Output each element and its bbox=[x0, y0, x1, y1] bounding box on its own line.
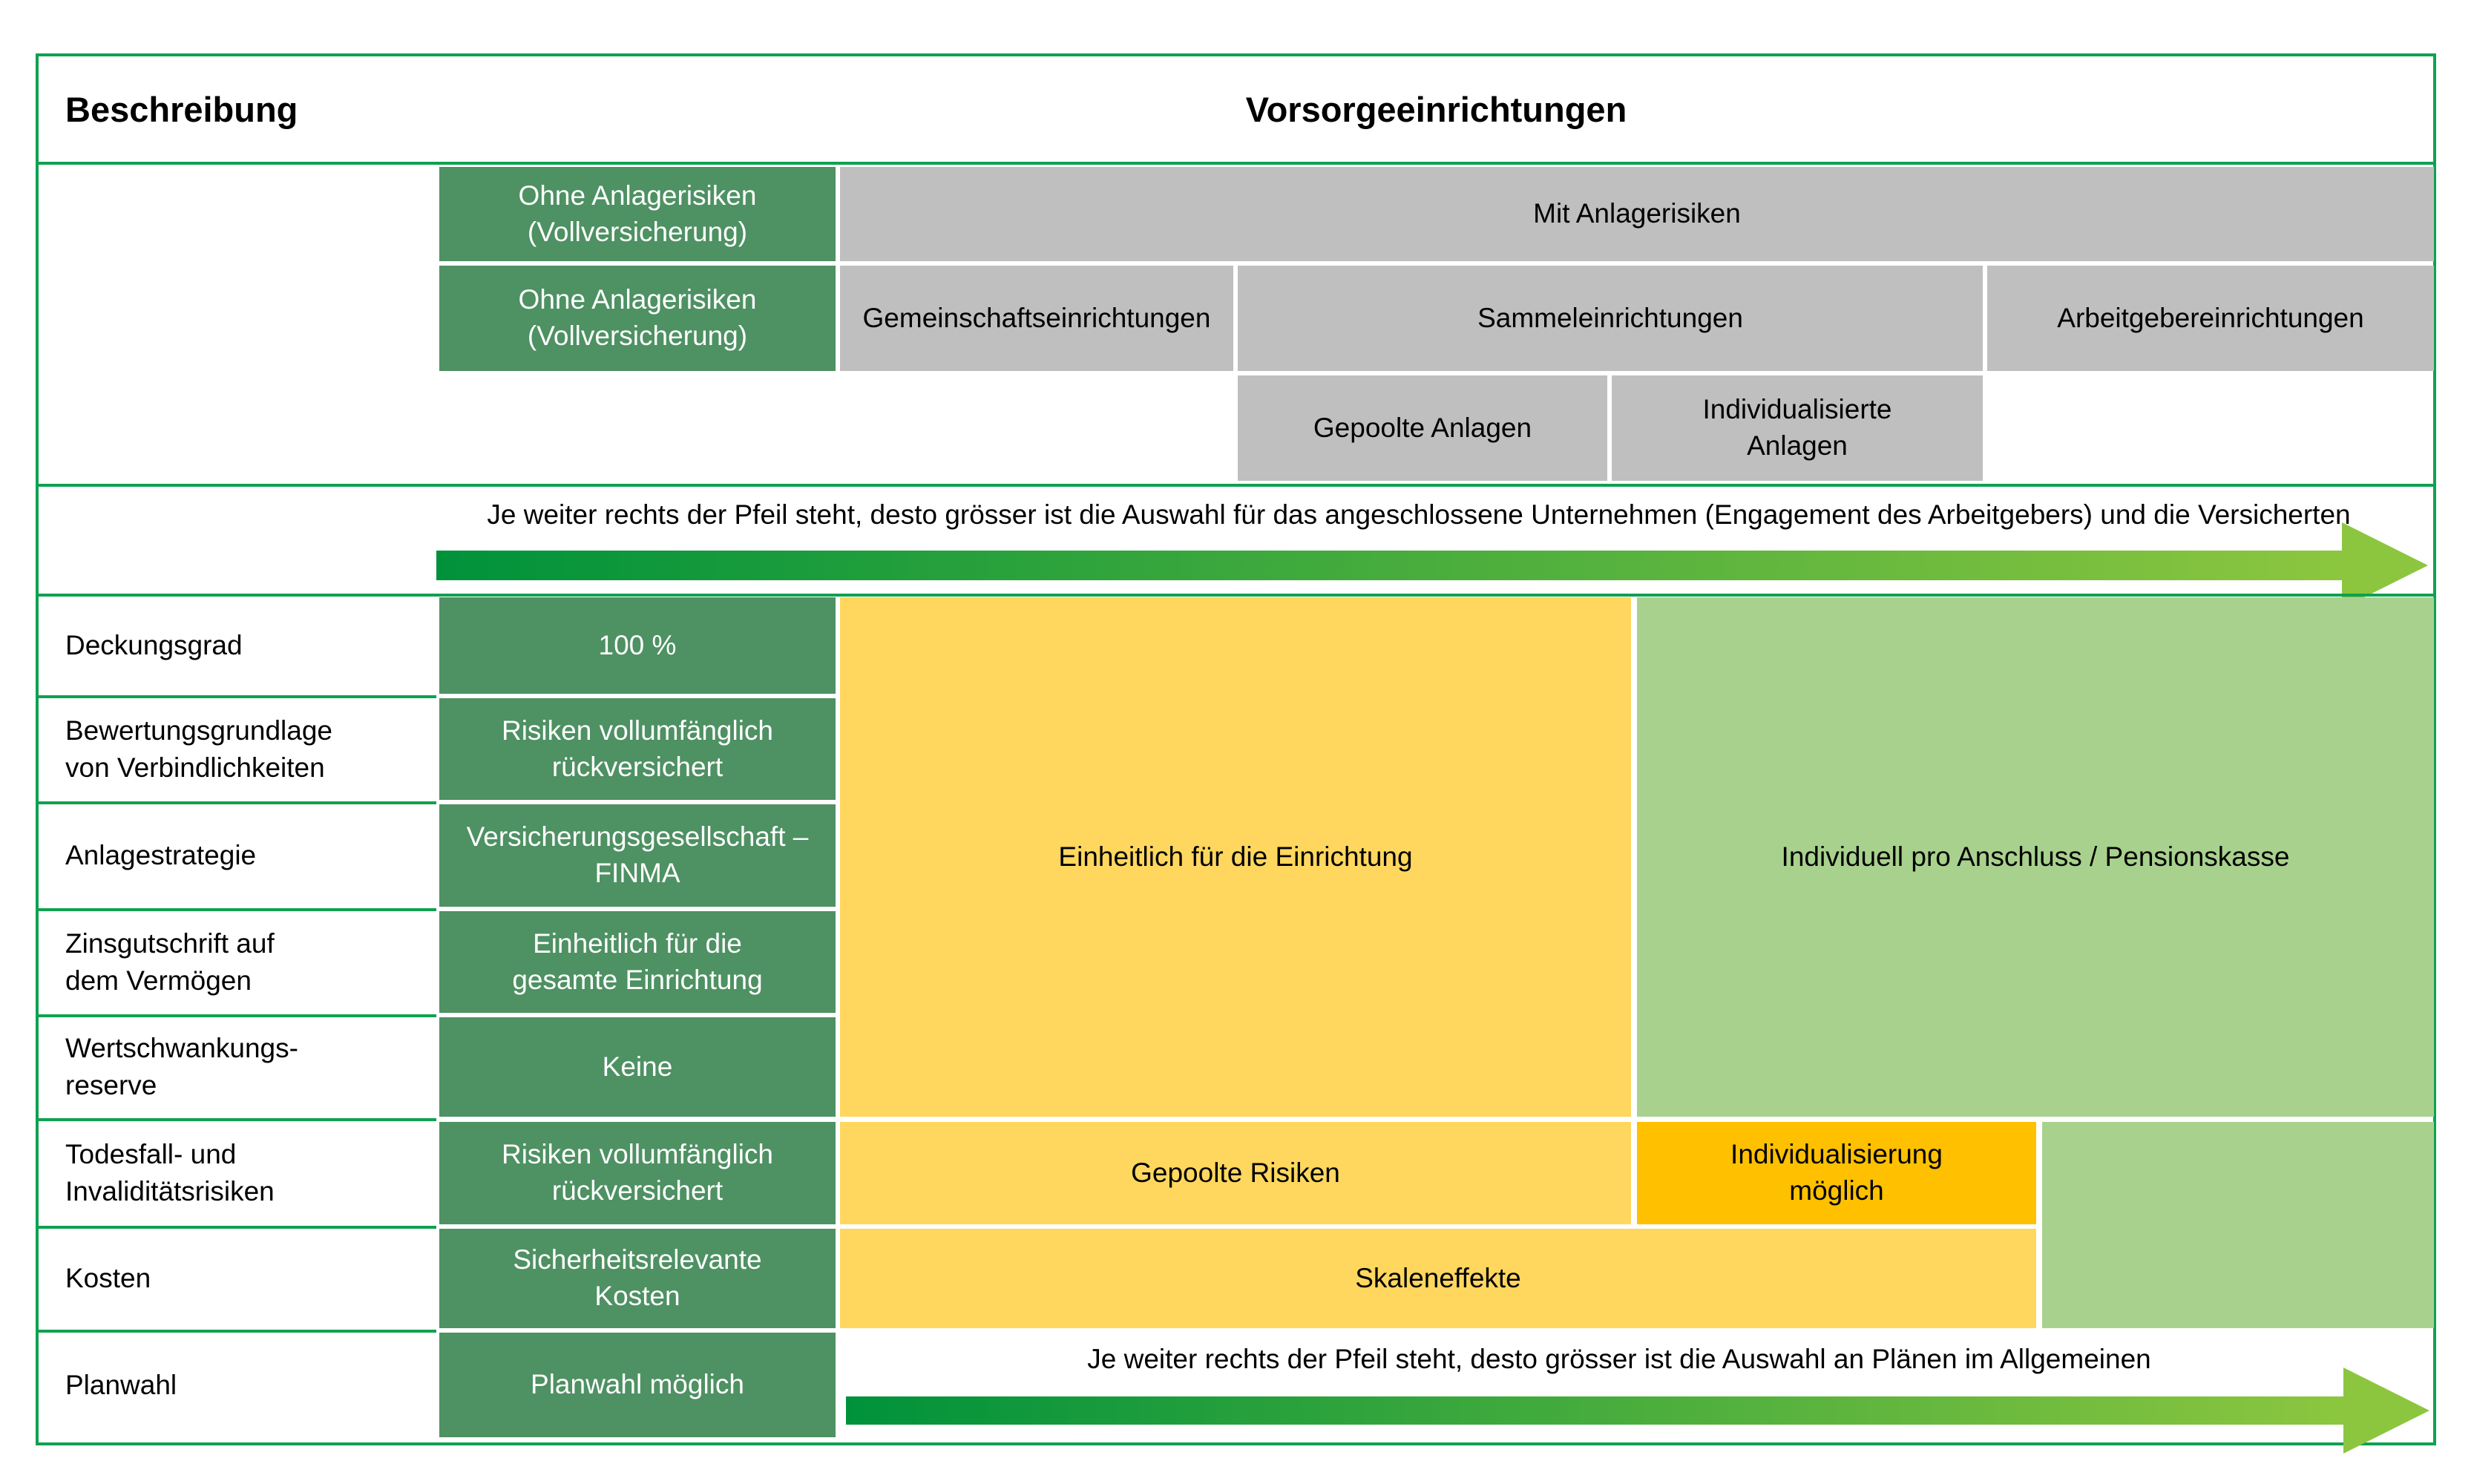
bottom-arrow-head-icon bbox=[2343, 1368, 2429, 1454]
body-cell-individuell-extension bbox=[2042, 1122, 2434, 1328]
header-cell-gepoolte-anlagen: Gepoolte Anlagen bbox=[1238, 375, 1607, 481]
value-cell-kosten: Sicherheitsrelevante Kosten bbox=[439, 1229, 836, 1328]
body-cell-individualisierung: Individualisierung möglich bbox=[1637, 1122, 2036, 1224]
row-label-kosten: Kosten bbox=[39, 1229, 436, 1328]
header-cell-ohne-anlagerisiken-1: Ohne Anlagerisiken (Vollversicherung) bbox=[439, 167, 836, 261]
row-divider bbox=[39, 801, 436, 804]
top-arrow bbox=[436, 551, 2342, 580]
header-cell-ohne-anlagerisiken-2: Ohne Anlagerisiken (Vollversicherung) bbox=[439, 266, 836, 371]
row-label-bewertungsgrundlage: Bewertungsgrundlage von Verbindlichkeite… bbox=[39, 698, 436, 800]
row-divider bbox=[39, 1330, 436, 1333]
value-cell-zinsgutschrift: Einheitlich für die gesamte Einrichtung bbox=[439, 911, 836, 1013]
divider-title bbox=[39, 162, 2433, 165]
page-title-beschreibung: Beschreibung bbox=[65, 89, 298, 129]
row-label-deckungsgrad: Deckungsgrad bbox=[39, 597, 436, 694]
row-divider bbox=[39, 1118, 436, 1121]
row-divider bbox=[39, 908, 436, 911]
row-divider bbox=[39, 695, 436, 698]
header-cell-arbeitgebereinrichtungen: Arbeitgebereinrichtungen bbox=[1987, 266, 2434, 371]
value-cell-anlagestrategie: Versicherungsgesellschaft – FINMA bbox=[439, 804, 836, 907]
row-label-zinsgutschrift: Zinsgutschrift auf dem Vermögen bbox=[39, 911, 436, 1013]
body-cell-skaleneffekte: Skaleneffekte bbox=[840, 1229, 2036, 1328]
top-arrow-caption: Je weiter rechts der Pfeil steht, desto … bbox=[487, 499, 2351, 530]
row-label-todesfall: Todesfall- und Invaliditätsrisiken bbox=[39, 1122, 436, 1224]
value-cell-planwahl: Planwahl möglich bbox=[439, 1333, 836, 1437]
row-label-anlagestrategie: Anlagestrategie bbox=[39, 804, 436, 907]
bottom-arrow bbox=[846, 1396, 2343, 1425]
header-cell-individualisierte-anlagen: Individualisierte Anlagen bbox=[1612, 375, 1983, 481]
bottom-arrow-caption: Je weiter rechts der Pfeil steht, desto … bbox=[1087, 1344, 2151, 1374]
row-divider bbox=[39, 1014, 436, 1017]
page-title-vorsorgeeinrichtungen: Vorsorgeeinrichtungen bbox=[1245, 89, 1627, 129]
value-cell-bewertungsgrundlage: Risiken vollumfänglich rückversichert bbox=[439, 698, 836, 800]
body-cell-gepoolte-risiken: Gepoolte Risiken bbox=[840, 1122, 1631, 1224]
body-cell-einheitlich: Einheitlich für die Einrichtung bbox=[840, 597, 1631, 1117]
value-cell-wertschwankungsreserve: Keine bbox=[439, 1017, 836, 1117]
header-cell-mit-anlagerisiken: Mit Anlagerisiken bbox=[840, 167, 2434, 261]
divider-arrow-band bbox=[39, 594, 2433, 597]
body-cell-individuell: Individuell pro Anschluss / Pensionskass… bbox=[1637, 597, 2434, 1117]
row-label-planwahl: Planwahl bbox=[39, 1333, 436, 1437]
row-label-wertschwankungsreserve: Wertschwankungs- reserve bbox=[39, 1017, 436, 1117]
header-cell-gemeinschaftseinrichtungen: Gemeinschaftseinrichtungen bbox=[840, 266, 1233, 371]
value-cell-todesfall: Risiken vollumfänglich rückversichert bbox=[439, 1122, 836, 1224]
divider-header bbox=[39, 484, 2433, 487]
row-divider bbox=[39, 1226, 436, 1229]
value-cell-deckungsgrad: 100 % bbox=[439, 597, 836, 694]
header-cell-sammeleinrichtungen: Sammeleinrichtungen bbox=[1238, 266, 1983, 371]
